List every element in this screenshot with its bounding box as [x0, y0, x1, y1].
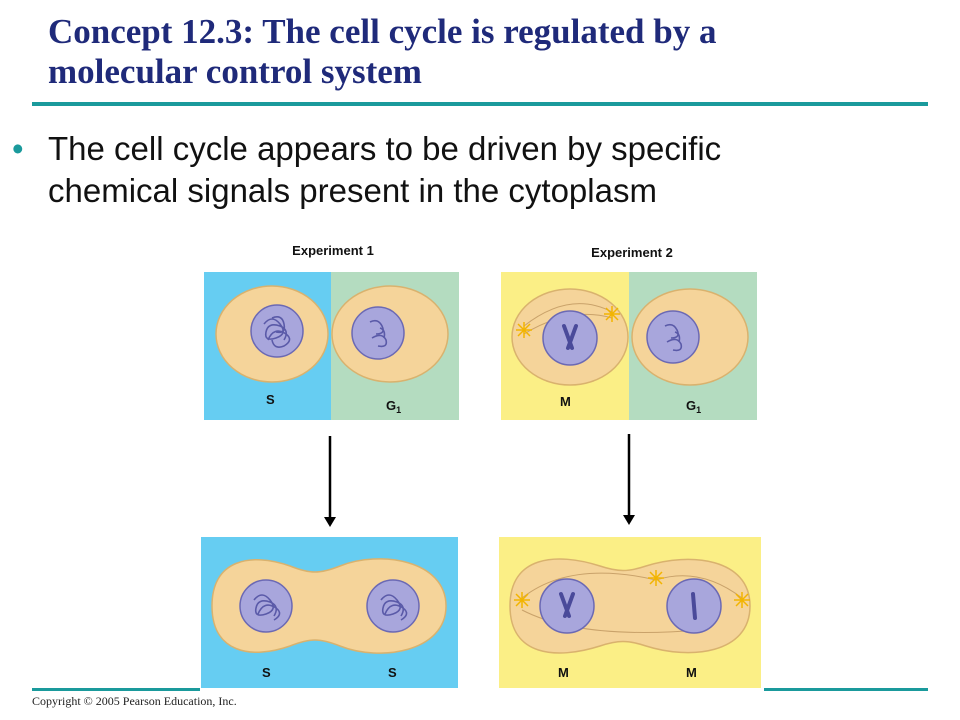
- g1-phase-label: G1: [386, 398, 401, 415]
- slide-title: Concept 12.3: The cell cycle is regulate…: [48, 12, 928, 92]
- experiment-1-label: Experiment 1: [292, 243, 374, 258]
- fused-left-phase-label: S: [262, 665, 271, 680]
- experiment-1-before-panel: S G1: [204, 272, 459, 420]
- footer-divider-right: [764, 688, 928, 691]
- title-line-1: Concept 12.3: The cell cycle is regulate…: [48, 12, 717, 51]
- g1-phase-subscript-2: 1: [696, 405, 701, 415]
- g1-phase-label-2: G1: [686, 398, 701, 415]
- fused-right-phase-label: S: [388, 665, 397, 680]
- bullet-dot-icon: •: [12, 130, 24, 167]
- spindle-fiber: [521, 609, 701, 633]
- condensed-chromosome-icon: [562, 324, 578, 350]
- condensed-chromosome-icon: [559, 592, 575, 618]
- g1-phase-nucleus: [351, 306, 405, 360]
- g1-phase-letter: G: [386, 398, 396, 413]
- bullet-line-2: chemical signals present in the cytoplas…: [48, 172, 657, 209]
- m-phase-label: M: [560, 394, 571, 409]
- experiment-2-label: Experiment 2: [591, 245, 673, 260]
- experiment-2-after-panel: M M: [499, 537, 761, 688]
- fused-m-left-label: M: [558, 665, 569, 680]
- fused-chromatin-right: [380, 594, 408, 621]
- bullet-text: The cell cycle appears to be driven by s…: [48, 128, 868, 212]
- footer-divider-left: [32, 688, 200, 691]
- title-line-2: molecular control system: [48, 52, 422, 91]
- title-divider: [32, 102, 928, 106]
- g1-phase-letter-2: G: [686, 398, 696, 413]
- centrosome-icon: [648, 570, 664, 586]
- spindle-fiber: [521, 572, 657, 599]
- fused-chromatin-left: [253, 594, 281, 621]
- spindle-fiber: [523, 303, 613, 327]
- experiment-1-after-panel: S S: [201, 537, 458, 688]
- centrosome-icon: [514, 592, 530, 608]
- condensed-chromosome-icon: [691, 592, 697, 620]
- s-phase-label: S: [266, 392, 275, 407]
- bullet-line-1: The cell cycle appears to be driven by s…: [48, 130, 722, 167]
- centrosome-icon: [734, 592, 750, 608]
- spindle-fiber: [655, 575, 743, 599]
- g1-phase-chromatin: [369, 319, 388, 348]
- experiment-2-before-panel: M G1: [501, 272, 757, 420]
- g1-phase-nucleus-2: [646, 310, 700, 364]
- centrosome-right-icon: [604, 306, 620, 322]
- g1-phase-subscript: 1: [396, 405, 401, 415]
- fused-m-right-label: M: [686, 665, 697, 680]
- s-phase-chromatin: [263, 316, 291, 348]
- copyright-text: Copyright © 2005 Pearson Education, Inc.: [32, 694, 237, 708]
- centrosome-left-icon: [516, 322, 532, 338]
- g1-phase-chromatin-2: [664, 323, 683, 352]
